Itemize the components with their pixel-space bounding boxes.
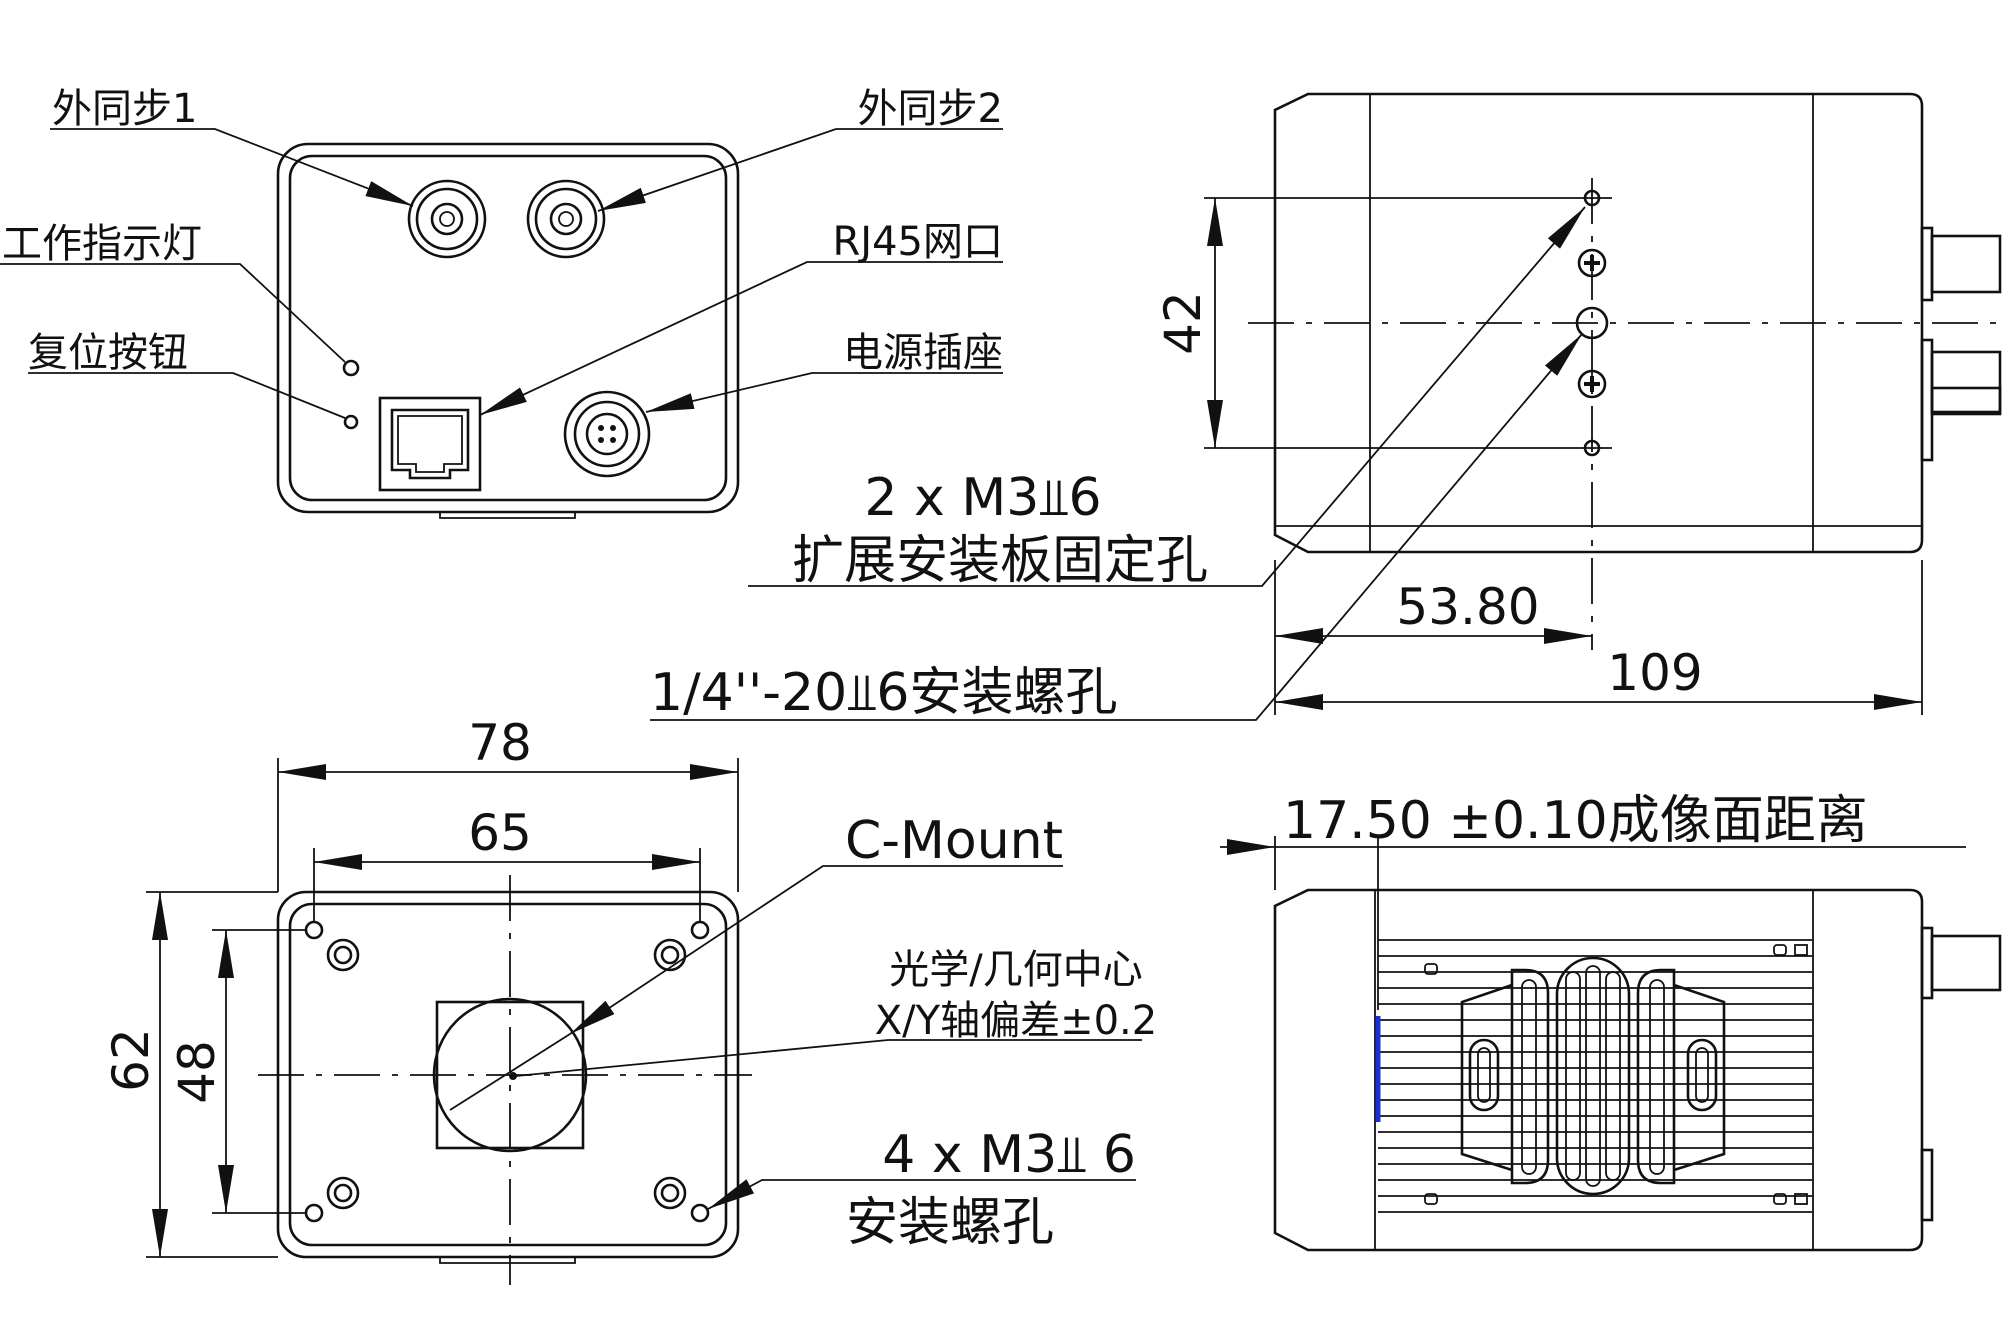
fin-center-grill (1555, 956, 1631, 1196)
side-body-outline (1273, 92, 1924, 554)
front-screw-tl (326, 938, 360, 972)
rear-body-outer (276, 142, 740, 514)
mount-hole-bl (304, 1203, 324, 1223)
power-socket-label: 电源插座 (843, 330, 1003, 376)
ext-plate-label-1: 2 x M3⫫6 (864, 468, 1101, 528)
optical-center-leader (515, 1039, 1142, 1077)
dim-48-label: 48 (168, 1040, 226, 1104)
reset-button-leader (28, 372, 346, 419)
front-screw-bl (326, 1176, 360, 1210)
ext-sync-2-connector (526, 179, 606, 259)
cooling-fins (1378, 939, 1812, 1213)
status-led (342, 359, 360, 377)
dim-109-label: 109 (1607, 644, 1702, 702)
rj45-port (378, 396, 482, 492)
fin-left-grill (1460, 968, 1550, 1185)
mount-hole-tr (690, 920, 710, 940)
power-socket (563, 390, 651, 478)
mount-holes-label-2: 安装螺孔 (846, 1193, 1054, 1253)
dim-42-label: 42 (1154, 291, 1212, 355)
rear-body-inner (288, 154, 728, 502)
mount-holes-leader (707, 1179, 1136, 1210)
tripod-hole (1575, 306, 1609, 340)
rear-base-foot (439, 512, 576, 519)
c-mount-label: C-Mount (845, 811, 1063, 871)
side-connector-upper (1920, 226, 2002, 302)
optical-center-label-1: 光学/几何中心 (889, 947, 1142, 993)
rj45-label: RJ45网口 (833, 219, 1004, 265)
reset-button (343, 414, 359, 430)
fin-right-grill (1636, 968, 1726, 1185)
dim-53-80-label: 53.80 (1396, 578, 1539, 636)
tripod-leader (650, 333, 1583, 721)
side-screw-upper (1577, 248, 1607, 278)
mount-hole-br (690, 1203, 710, 1223)
rear-view: 外同步1 外同步2 工作指示灯 复位按钮 RJ45网口 电源插座 (0, 86, 1004, 519)
c-mount-diagonal (449, 1033, 571, 1111)
dim-62-label: 62 (102, 1028, 160, 1092)
ext-sync-1-label: 外同步1 (52, 86, 197, 132)
ext-sync-2-label: 外同步2 (858, 86, 1003, 132)
rj45-leader (479, 261, 1003, 416)
ext-plate-leader (748, 206, 1586, 587)
ext-sync-1-connector (407, 179, 487, 259)
side-screw-lower (1577, 369, 1607, 399)
status-led-label: 工作指示灯 (2, 221, 202, 267)
bottom-connector (1920, 926, 2002, 1222)
dim-65-label: 65 (468, 804, 532, 862)
flange-distance-label: 17.50 ±0.10成像面距离 (1283, 791, 1868, 851)
ext-sync-1-leader (50, 128, 414, 207)
front-view: 78 65 62 48 C-Mount 光学/几何中心 X/Y轴偏差±0.2 4… (102, 714, 1157, 1285)
c-mount-leader (569, 865, 1063, 1035)
c-mount-opening (432, 997, 588, 1153)
mount-hole-tl (304, 920, 324, 940)
ext-plate-label-2: 扩展安装板固定孔 (792, 531, 1208, 591)
dim-78-label: 78 (468, 714, 532, 772)
bottom-fin-slots (1424, 944, 1808, 1205)
front-screw-br (653, 1176, 687, 1210)
ext-sync-2-leader (597, 128, 1003, 212)
side-connector-lower (1920, 338, 2002, 462)
tripod-label: 1/4''-20⫫6安装螺孔 (650, 663, 1118, 723)
power-socket-leader (645, 372, 1003, 413)
reset-button-label: 复位按钮 (28, 330, 188, 376)
front-screw-tr (653, 938, 687, 972)
status-led-leader (0, 263, 346, 363)
bottom-view: 17.50 ±0.10成像面距离 (1220, 791, 2002, 1252)
bottom-body-outline (1273, 888, 1924, 1252)
side-view: 42 53.80 109 2 x M3⫫6 扩展安装板固定孔 1/4''-20⫫… (650, 92, 2004, 723)
optical-center-label-2: X/Y轴偏差±0.2 (875, 998, 1157, 1044)
mount-holes-label-1: 4 x M3⫫ 6 (882, 1125, 1136, 1185)
